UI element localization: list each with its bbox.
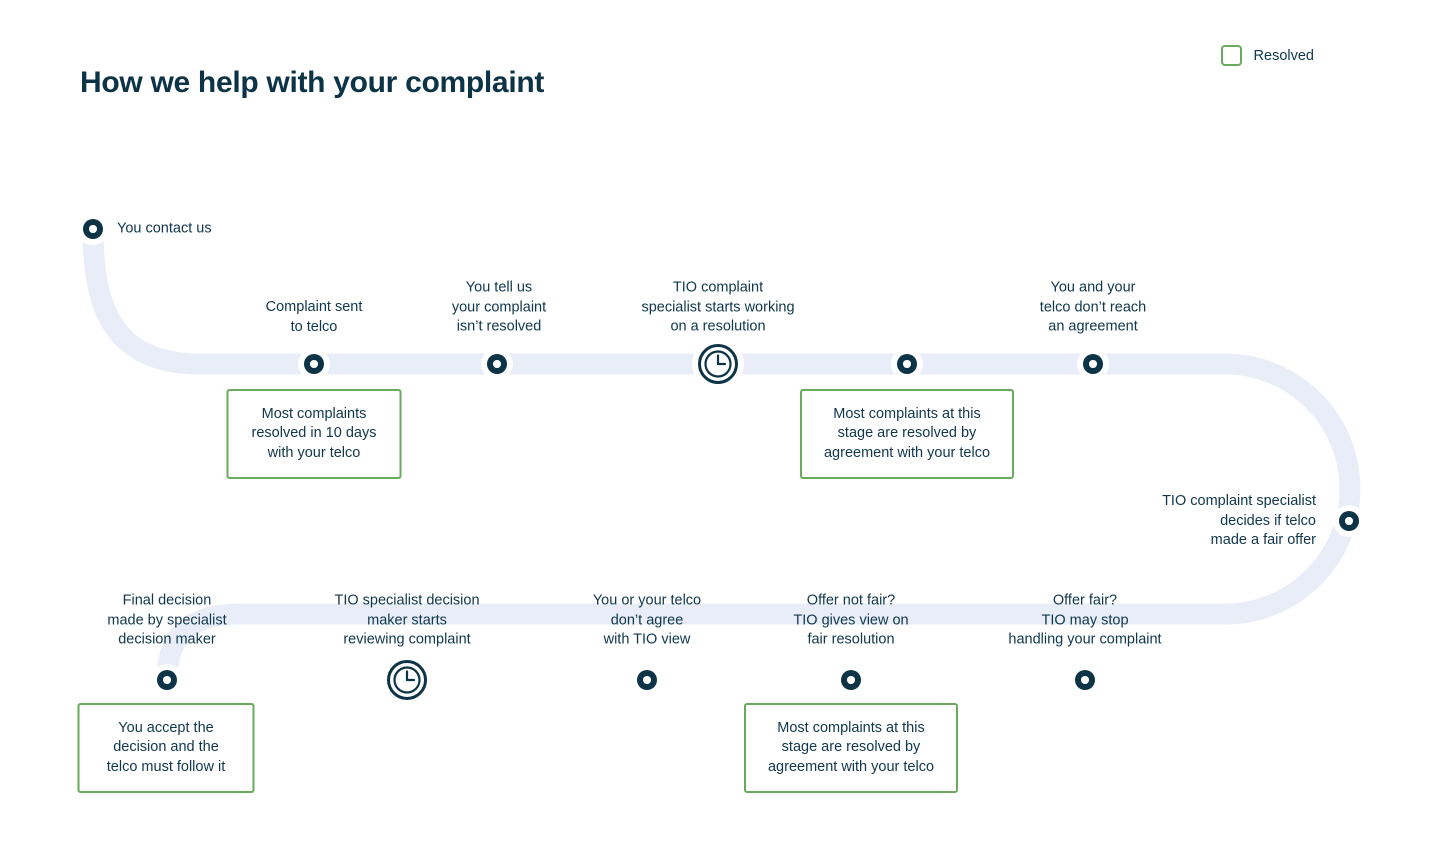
resolved-callout: You accept the decision and the telco mu…	[77, 703, 255, 793]
resolved-square-icon	[1220, 45, 1242, 66]
clock-node-icon[interactable]	[692, 338, 744, 390]
dot-node-icon[interactable]	[298, 348, 330, 380]
dot-node-icon[interactable]	[835, 664, 867, 696]
dot-node-icon[interactable]	[1333, 505, 1365, 537]
step-label-dont-agree: You or your telco don’t agree with TIO v…	[592, 592, 702, 648]
dot-node-icon[interactable]	[481, 348, 513, 380]
step-label-offer-not-fair: Offer not fair? TIO gives view on fair r…	[793, 592, 909, 648]
resolved-callout: Most complaints resolved in 10 days with…	[226, 389, 402, 479]
resolved-callout: Most complaints at this stage are resolv…	[800, 389, 1014, 479]
legend-label: Resolved	[1253, 47, 1314, 64]
step-label-final-decision: Final decision made by specialist decisi…	[107, 592, 227, 648]
step-label-no-agreement: You and your telco don’t reach an agreem…	[1039, 279, 1147, 335]
page-title: How we help with your complaint	[80, 66, 545, 99]
step-label-not-resolved: You tell us your complaint isn’t resolve…	[451, 279, 547, 335]
step-label-fair-offer-decision: TIO complaint specialist decides if telc…	[1162, 492, 1316, 548]
dot-node-icon[interactable]	[151, 664, 183, 696]
dot-node-icon[interactable]	[1069, 664, 1101, 696]
dot-node-icon[interactable]	[631, 664, 663, 696]
step-label-complaint-sent: Complaint sent to telco	[265, 299, 363, 335]
clock-node-icon[interactable]	[381, 654, 433, 706]
step-label-specialist-working: TIO complaint specialist starts working …	[641, 279, 795, 335]
legend: Resolved	[1220, 45, 1314, 66]
resolved-callout: Most complaints at this stage are resolv…	[744, 703, 958, 793]
step-label-start: You contact us	[117, 220, 212, 237]
dot-node-icon[interactable]	[77, 213, 109, 245]
step-label-offer-fair: Offer fair? TIO may stop handling your c…	[1008, 592, 1162, 648]
step-label-decision-maker-reviewing: TIO specialist decision maker starts rev…	[334, 592, 480, 648]
dot-node-icon[interactable]	[1077, 348, 1109, 380]
dot-node-icon[interactable]	[891, 348, 923, 380]
